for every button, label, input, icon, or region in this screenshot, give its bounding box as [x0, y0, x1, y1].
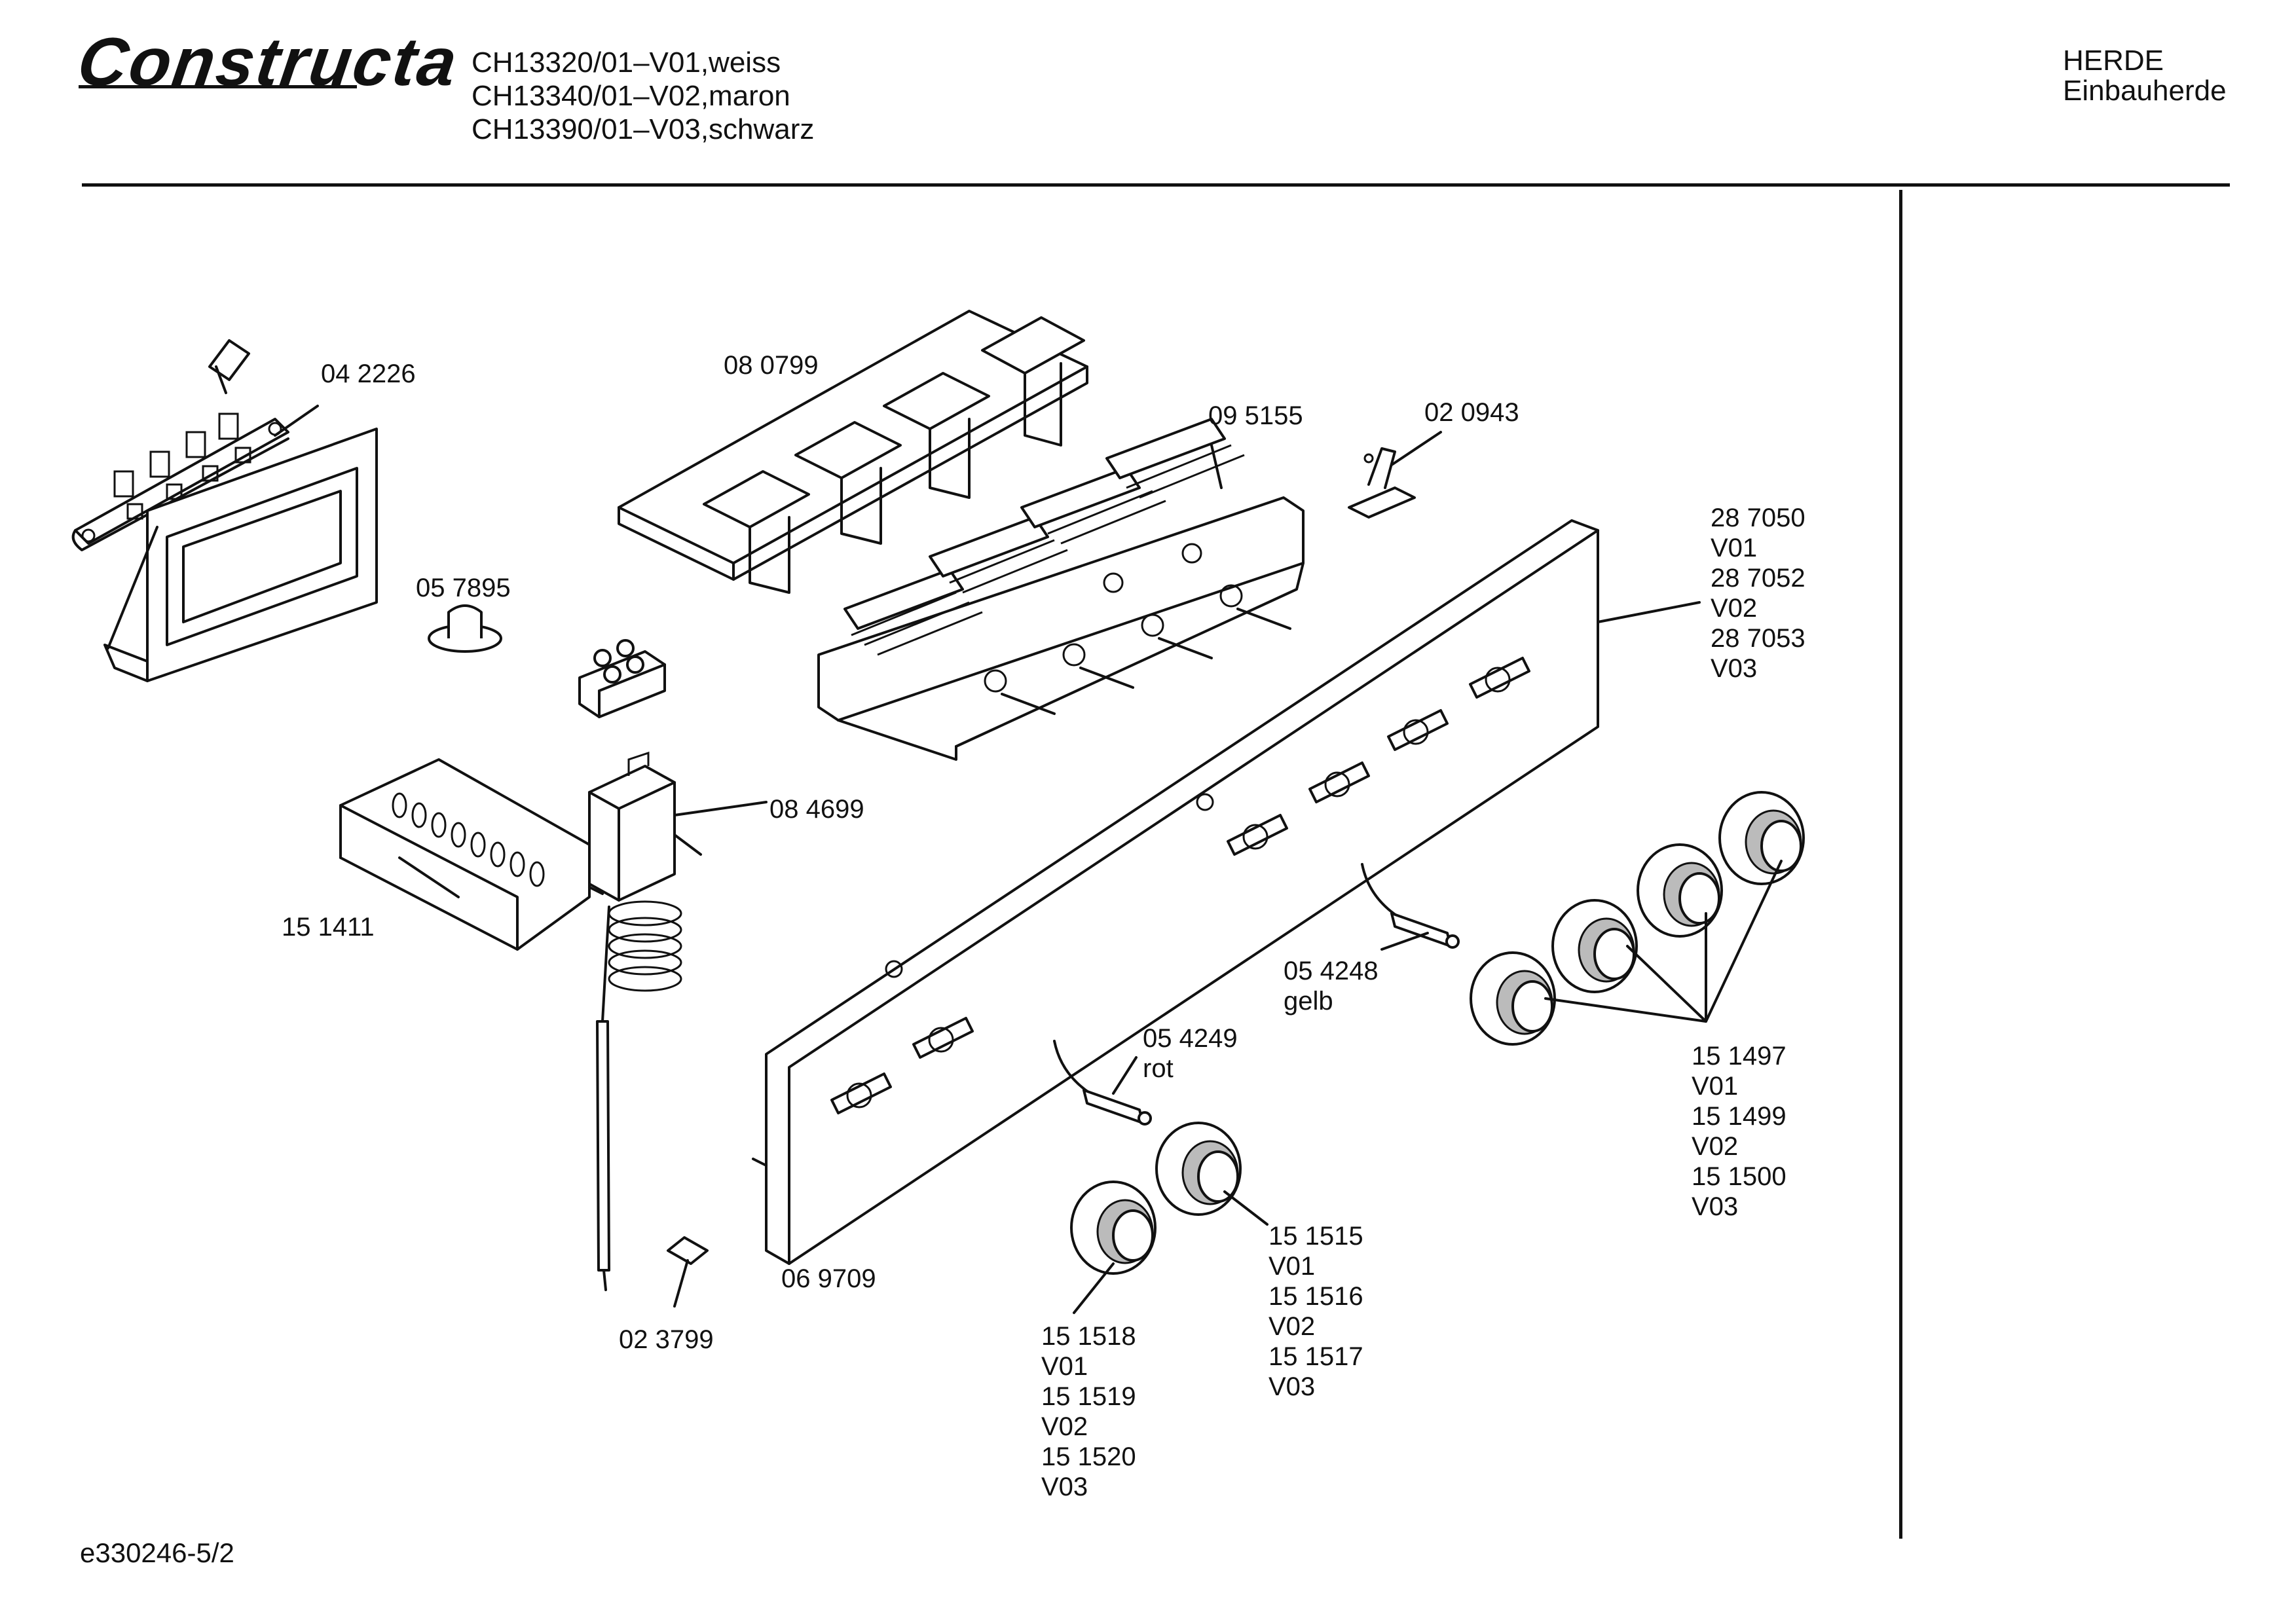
part-variant: V02	[1692, 1132, 1739, 1161]
part-variant: V01	[1041, 1352, 1088, 1381]
part-number: 28 7052	[1711, 564, 1805, 593]
part-number: 15 1520	[1041, 1442, 1136, 1471]
right-margin-divider	[1899, 190, 1902, 1539]
part-label-057895: 05 7895	[416, 574, 511, 602]
category-title: HERDE	[2063, 45, 2164, 77]
part-label-054248: 05 4248 gelb	[1284, 956, 1379, 1016]
knob-group-right	[1470, 791, 1805, 1046]
part-label-knob-b: 15 1515 V01 15 1516 V02 15 1517 V03	[1268, 1221, 1363, 1402]
bracket-042226	[71, 339, 378, 682]
clip-023799	[667, 1236, 709, 1265]
indicator-lamp-054249	[1053, 1040, 1152, 1126]
part-variant: V03	[1041, 1473, 1088, 1501]
part-label-151411: 15 1411	[282, 913, 375, 942]
part-variant: V03	[1692, 1192, 1739, 1221]
part-number: 15 1500	[1692, 1162, 1787, 1191]
part-color: rot	[1143, 1054, 1174, 1083]
category-subtitle: Einbauherde	[2063, 75, 2227, 107]
part-label-knob-a: 15 1518 V01 15 1519 V02 15 1520 V03	[1041, 1321, 1136, 1502]
thermostat-020943	[1348, 447, 1416, 519]
socket-057895	[428, 604, 502, 653]
part-number: 15 1516	[1268, 1282, 1363, 1311]
part-label-panel: 28 7050 V01 28 7052 V02 28 7053 V03	[1711, 503, 1805, 684]
drawing-id: e330246-5/2	[80, 1537, 234, 1568]
part-variant: V03	[1268, 1372, 1316, 1401]
part-label-095155: 09 5155	[1208, 401, 1303, 430]
part-label-042226: 04 2226	[321, 359, 416, 388]
part-number: 15 1499	[1692, 1102, 1787, 1131]
brand-logo-underline	[79, 85, 357, 88]
part-label-020943: 02 0943	[1424, 398, 1519, 427]
part-number: 15 1519	[1041, 1382, 1136, 1411]
model-line: CH13320/01–V01,weiss	[472, 46, 781, 79]
part-label-054249: 05 4249 rot	[1143, 1023, 1238, 1084]
part-number: 05 4248	[1284, 957, 1379, 985]
part-number: 28 7053	[1711, 624, 1805, 653]
model-line: CH13340/01–V02,maron	[472, 80, 790, 112]
part-label-023799: 02 3799	[619, 1325, 714, 1354]
part-number: 15 1518	[1041, 1322, 1136, 1351]
leader-lines	[274, 405, 1783, 1314]
part-variant: V01	[1692, 1072, 1739, 1101]
part-number: 15 1515	[1268, 1222, 1363, 1251]
knob-a	[1070, 1181, 1157, 1275]
part-number: 15 1497	[1692, 1042, 1787, 1071]
part-variant: V01	[1268, 1252, 1316, 1281]
control-panel-287050	[752, 519, 1599, 1265]
part-number: 28 7050	[1711, 504, 1805, 532]
tray-080799	[618, 310, 1088, 594]
part-variant: V02	[1041, 1412, 1088, 1441]
indicator-lamp-054248	[1361, 863, 1460, 949]
part-label-084699: 08 4699	[769, 795, 864, 824]
switch-bank-151411	[339, 758, 604, 951]
switch-block-095155	[817, 418, 1305, 761]
part-label-069709: 06 9709	[781, 1264, 876, 1293]
part-variant: V01	[1711, 534, 1758, 562]
part-number: 05 4249	[1143, 1024, 1238, 1053]
model-list: CH13320/01–V01,weiss CH13340/01–V02,maro…	[472, 46, 814, 146]
terminal-block	[578, 639, 666, 718]
part-number: 15 1517	[1268, 1342, 1363, 1371]
category-block: HERDE Einbauherde	[2063, 46, 2227, 106]
knob-b	[1155, 1122, 1242, 1216]
part-label-080799: 08 0799	[724, 351, 819, 380]
part-label-knobs-right: 15 1497 V01 15 1499 V02 15 1500 V03	[1692, 1041, 1787, 1222]
part-color: gelb	[1284, 987, 1333, 1016]
part-variant: V02	[1711, 594, 1758, 623]
part-variant: V03	[1711, 654, 1758, 683]
part-variant: V02	[1268, 1312, 1316, 1341]
header-divider	[82, 183, 2230, 187]
thermostat-084699	[588, 751, 702, 1291]
model-line: CH13390/01–V03,schwarz	[472, 113, 815, 145]
